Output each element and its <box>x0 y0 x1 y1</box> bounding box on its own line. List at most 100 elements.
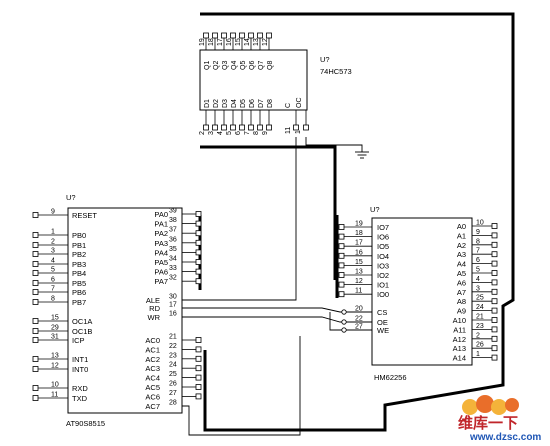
mcu-ctrl-pin-num: 16 <box>169 311 177 318</box>
mcu-left-pin-name: INT1 <box>72 355 88 364</box>
ram-addr-pin-num: 3 <box>476 285 480 292</box>
mcu-left-pin-name: OC1A <box>72 317 92 326</box>
ram-addr-pin-num: 1 <box>476 351 480 358</box>
ram-addr-pin-box <box>491 326 498 333</box>
latch-oc-name: OC <box>296 98 303 109</box>
ram-addr-name: A0 <box>457 222 466 231</box>
ram-ctrl-pin-num: 27 <box>355 324 363 331</box>
ram-addr-name: A7 <box>457 288 466 297</box>
ram-addr-pin-num: 9 <box>476 229 480 236</box>
ram-addr-pin-box <box>491 307 498 314</box>
mcu-ctrl-pin-num: 30 <box>169 294 177 301</box>
mcu-left-pin-name: PB3 <box>72 260 86 269</box>
ram-hm62256-body <box>371 217 473 366</box>
mcu-pa-pin-num: 35 <box>169 246 177 253</box>
ground-symbol <box>355 151 369 159</box>
ram-io-name: IO2 <box>377 271 389 280</box>
mcu-left-pin-name: TXD <box>72 394 88 403</box>
ram-io-pin-num: 16 <box>355 249 363 256</box>
latch-q-pin-num: 13 <box>253 38 260 46</box>
mcu-left-pin-box <box>32 242 39 248</box>
mcu-ac-name: AC1 <box>145 345 160 354</box>
mcu-ref: U? <box>66 193 76 202</box>
mcu-left-pin-box <box>32 232 39 238</box>
mcu-ac-name: AC7 <box>145 402 160 411</box>
mcu-left-pin-num: 1 <box>51 229 55 236</box>
mcu-ctrl-name: WR <box>148 313 161 322</box>
mcu-left-pin-box <box>32 385 39 391</box>
latch-d-pin-box <box>212 124 218 131</box>
mcu-ac-name: AC6 <box>145 392 160 401</box>
latch-d-name: D6 <box>249 99 256 108</box>
mcu-ac-pin-num: 23 <box>169 352 177 359</box>
latch-c-name: C <box>285 103 292 108</box>
wire-rd <box>182 307 372 313</box>
mcu-ac-name: AC3 <box>145 364 160 373</box>
ram-io-pin-box <box>338 262 345 269</box>
ram-addr-pin-num: 24 <box>476 304 484 311</box>
mcu-pa-name: PA3 <box>154 239 168 248</box>
ram-io-pin-box <box>338 233 345 240</box>
watermark-url-text: www.dzsc.com <box>469 432 541 443</box>
mcu-pa-pin-box <box>195 230 202 237</box>
mcu-left-pin-box <box>32 289 39 295</box>
ram-addr-name: A3 <box>457 250 466 259</box>
latch-q-name: Q2 <box>213 61 220 70</box>
latch-d-pin-num: 8 <box>253 131 260 135</box>
ram-ctrl-pin-num: 22 <box>355 316 363 323</box>
mcu-ac-name: AC4 <box>145 374 160 383</box>
latch-d-pin-box <box>248 124 254 131</box>
ram-ref: U? <box>370 205 380 214</box>
latch-q-pin-num: 17 <box>217 38 224 46</box>
ram-addr-name: A10 <box>453 316 466 325</box>
mcu-left-pin-box <box>32 356 39 362</box>
mcu-left-pin-box <box>32 251 39 257</box>
ram-io-name: IO4 <box>377 252 389 261</box>
mcu-ac-name: AC5 <box>145 383 160 392</box>
latch-q-pin-box <box>221 32 227 39</box>
ram-io-name: IO5 <box>377 242 389 251</box>
ram-addr-name: A5 <box>457 269 466 278</box>
mcu-left-pin-num: 11 <box>51 392 58 399</box>
ram-addr-name: A11 <box>453 325 466 334</box>
mcu-pa-name: PA6 <box>154 268 168 277</box>
latch-d-name: D3 <box>222 99 229 108</box>
ram-addr-pin-num: 26 <box>476 342 484 349</box>
mcu-pa-pin-num: 36 <box>169 236 177 243</box>
mcu-ctrl-name: RD <box>149 304 160 313</box>
mcu-pa-name: PA0 <box>154 210 168 219</box>
ram-io-pin-num: 15 <box>355 259 363 266</box>
latch-q-pin-num: 15 <box>235 38 242 46</box>
ram-io-pin-box <box>338 252 345 259</box>
ram-io-name: IO7 <box>377 223 389 232</box>
ram-ctrl-name: CS <box>377 308 387 317</box>
mcu-left-pin-name: PB4 <box>72 269 86 278</box>
ram-ctrl-name: OE <box>377 318 388 327</box>
mcu-left-pin-box <box>32 395 39 401</box>
ram-addr-pin-num: 21 <box>476 314 484 321</box>
ram-io-pin-num: 12 <box>355 278 363 285</box>
ram-addr-pin-box <box>491 345 498 352</box>
latch-q-name: Q8 <box>267 61 274 70</box>
mcu-pa-name: PA7 <box>154 277 168 286</box>
latch-part: 74HC573 <box>320 67 352 76</box>
mcu-pa-pin-box <box>195 278 202 285</box>
latch-d-pin-num: 7 <box>244 131 251 135</box>
mcu-pa-pin-num: 39 <box>169 208 177 215</box>
mcu-left-pin-box <box>32 328 39 334</box>
ram-ctrl-pin-dot <box>341 327 347 333</box>
mcu-left-pin-box <box>32 280 39 286</box>
mcu-pa-pin-num: 33 <box>169 265 177 272</box>
latch-d-pin-num: 2 <box>199 131 206 135</box>
ram-ctrl-pin-dot <box>341 309 347 315</box>
mcu-left-pin-num: 31 <box>51 334 59 341</box>
ram-io-pin-num: 17 <box>355 240 363 247</box>
latch-q-pin-box <box>248 32 254 39</box>
latch-q-pin-box <box>203 32 209 39</box>
latch-q-name: Q4 <box>231 61 238 70</box>
ram-addr-pin-num: 5 <box>476 267 480 274</box>
mcu-pa-pin-num: 34 <box>169 256 177 263</box>
ram-addr-pin-num: 6 <box>476 257 480 264</box>
ram-addr-pin-box <box>491 223 498 229</box>
